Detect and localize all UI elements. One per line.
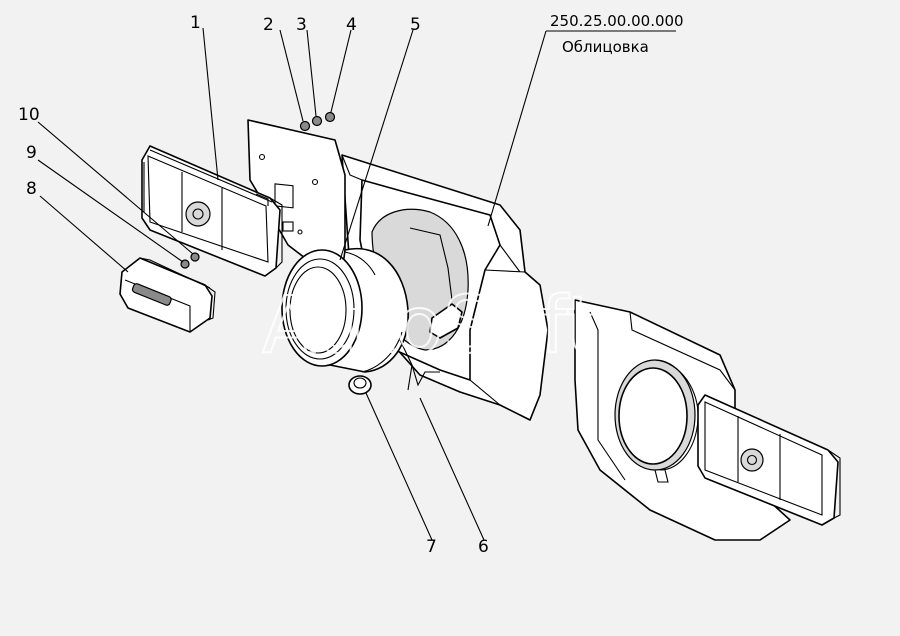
part-number: 250.25.00.00.000 xyxy=(550,12,684,30)
leader-lines xyxy=(37,27,676,541)
assembled-view xyxy=(574,299,841,541)
title-block: 250.25.00.00.000 Облицовка xyxy=(550,12,684,56)
nut-2 xyxy=(299,120,311,132)
marker-lamp-small xyxy=(119,257,216,333)
callout-3: 3 xyxy=(296,15,307,35)
nut-4 xyxy=(324,111,336,123)
callout-7: 7 xyxy=(426,537,437,557)
callout-6: 6 xyxy=(478,537,489,557)
callout-5: 5 xyxy=(410,15,421,35)
callout-9: 9 xyxy=(26,143,37,163)
rear-lamp-large xyxy=(141,145,283,277)
nut-3 xyxy=(311,115,323,127)
callout-10: 10 xyxy=(18,105,40,125)
callout-1: 1 xyxy=(190,13,201,33)
callout-2: 2 xyxy=(263,15,274,35)
bulb-socket xyxy=(348,375,372,395)
callout-4: 4 xyxy=(346,15,357,35)
watermark: AutoSoft xyxy=(262,281,597,371)
callout-8: 8 xyxy=(26,179,37,199)
nut-9 xyxy=(180,252,200,269)
round-headlamp xyxy=(281,247,440,391)
part-name: Облицовка xyxy=(562,38,649,56)
callout-numbers: 1 2 3 4 5 6 7 8 9 10 xyxy=(18,13,489,557)
